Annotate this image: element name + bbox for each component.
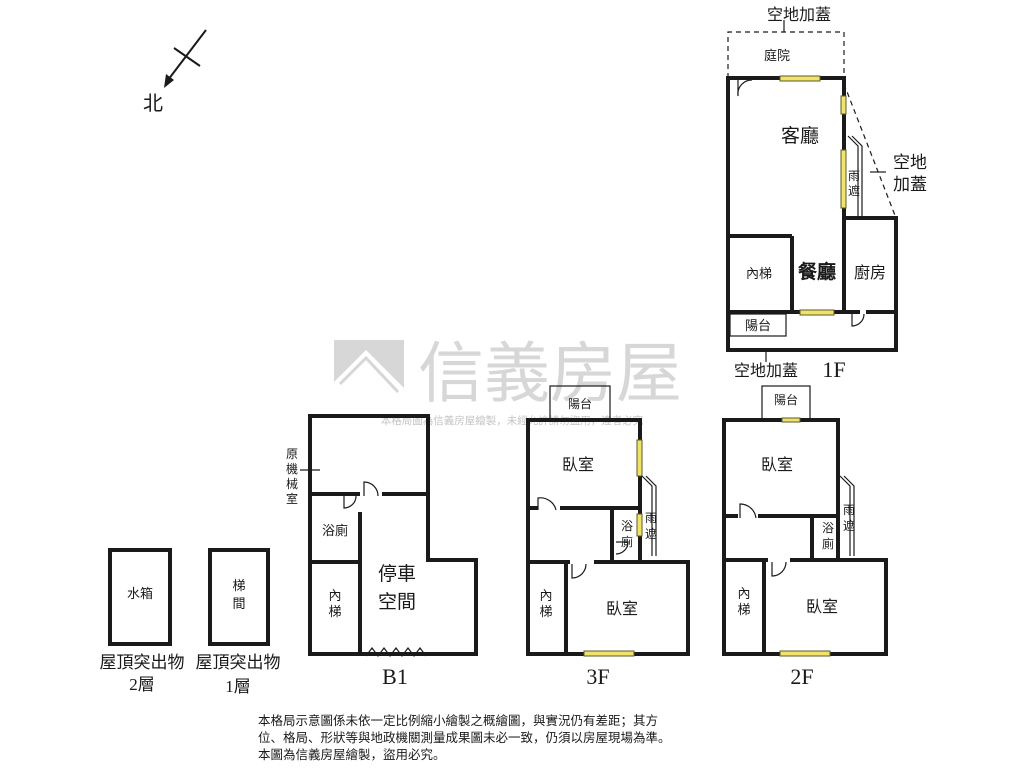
label-2f-bedroom-top: 臥室	[761, 455, 793, 474]
label-1f-stairs: 內梯	[746, 267, 772, 282]
floor-plan-1f: 庭院 空地加蓋 客廳 空地 加蓋 雨 遮 內梯 餐廳 廚房 陽台 空地加蓋 1F	[726, 5, 927, 382]
disclaimer-line-3: 本圖為信義房屋繪製，盜用必究。	[258, 747, 446, 762]
label-machine-room-4: 室	[286, 491, 298, 506]
floor-plan-b1: 原 機 械 室 浴廁 停車 空間 內 梯 B1	[286, 414, 478, 689]
label-machine-room-3: 械	[286, 476, 298, 491]
north-compass: 北	[143, 29, 207, 115]
label-1f-awning-1: 雨	[848, 169, 860, 183]
label-1f-top-extension: 空地加蓋	[767, 5, 831, 24]
label-3f-awning-2: 遮	[645, 526, 657, 541]
label-1f-awning-2: 遮	[848, 183, 860, 198]
level-label-2f: 2F	[790, 664, 813, 689]
disclaimer-line-2: 位、格局、形狀等與地政機關測量成果圖未必一致，仍須以房屋現場為準。	[258, 730, 671, 745]
label-3f-bedroom-top: 臥室	[562, 455, 594, 474]
label-1f-bottom-extension: 空地加蓋	[734, 361, 798, 380]
stair-room-structure	[208, 548, 270, 646]
label-3f-bath-2: 廁	[621, 534, 633, 549]
label-3f-stairs-2: 梯	[539, 605, 552, 620]
north-label: 北	[143, 92, 163, 115]
water-tank-structure	[108, 548, 172, 646]
label-2f-balcony: 陽台	[774, 392, 798, 407]
caption-roof-2: 屋頂突出物	[100, 653, 185, 672]
label-b1-stairs-2: 梯	[328, 605, 341, 620]
brand-watermark: 信義房屋 本格局圖為信義房屋繪製，未經允許請勿盜用，違者必究	[334, 335, 682, 427]
label-1f-right-extension-2: 加蓋	[893, 175, 927, 195]
label-courtyard: 庭院	[764, 48, 790, 64]
label-2f-stairs-2: 梯	[737, 603, 750, 618]
label-2f-awning-1: 雨	[843, 503, 855, 517]
disclaimer-note: 本格局示意圖係未依一定比例縮小繪製之概繪圖，與實況仍有差距；其方 位、格局、形狀…	[258, 712, 778, 763]
label-2f-bath-2: 廁	[822, 536, 834, 551]
label-1f-right-extension-1: 空地	[893, 153, 927, 173]
label-machine-room-1: 原	[286, 447, 298, 461]
label-parking-2: 空間	[378, 591, 416, 613]
caption-roof-2-level: 2層	[129, 675, 155, 694]
label-1f-balcony: 陽台	[745, 319, 771, 334]
label-dining-room: 餐廳	[798, 260, 836, 283]
label-living-room: 客廳	[781, 125, 819, 147]
label-b1-stairs-1: 內	[328, 589, 341, 604]
north-arrow-icon	[164, 74, 174, 88]
label-2f-bedroom-bottom: 臥室	[806, 597, 838, 616]
brand-logo-icon	[334, 340, 404, 402]
disclaimer-line-1: 本格局示意圖係未依一定比例縮小繪製之概繪圖，與實況仍有差距；其方	[258, 713, 659, 728]
label-2f-awning-2: 遮	[843, 518, 855, 533]
label-kitchen: 廚房	[854, 263, 886, 282]
level-label-1f: 1F	[822, 357, 845, 382]
label-parking-1: 停車	[378, 563, 416, 585]
label-stair-room-2: 間	[232, 597, 245, 612]
label-2f-stairs-1: 內	[737, 587, 750, 602]
label-machine-room-2: 機	[286, 461, 298, 476]
label-2f-bath-1: 浴	[822, 521, 834, 535]
floor-plan-3f: 陽台 臥室 雨 遮 浴 廁 內 梯 臥室 3F	[526, 385, 690, 689]
label-stair-room-1: 梯	[232, 579, 245, 594]
label-3f-stairs-1: 內	[539, 589, 552, 604]
label-3f-balcony: 陽台	[568, 396, 592, 411]
caption-roof-1: 屋頂突出物	[196, 653, 281, 672]
label-3f-bedroom-bottom: 臥室	[606, 599, 638, 618]
label-b1-bath: 浴廁	[322, 523, 348, 539]
label-3f-bath-1: 浴	[621, 519, 633, 533]
label-water-tank: 水箱	[127, 586, 153, 602]
floor-plan-2f: 陽台 臥室 雨 遮 浴 廁 內 梯 臥室 2F	[722, 385, 888, 689]
label-3f-awning-1: 雨	[645, 511, 657, 525]
level-label-3f: 3F	[586, 664, 609, 689]
roof-structures: 水箱 梯 間 屋頂突出物 2層 屋頂突出物 1層	[100, 548, 281, 696]
caption-roof-1-level: 1層	[225, 677, 251, 696]
brand-subline: 本格局圖為信義房屋繪製，未經允許請勿盜用，違者必究	[381, 414, 644, 427]
level-label-b1: B1	[382, 664, 408, 689]
